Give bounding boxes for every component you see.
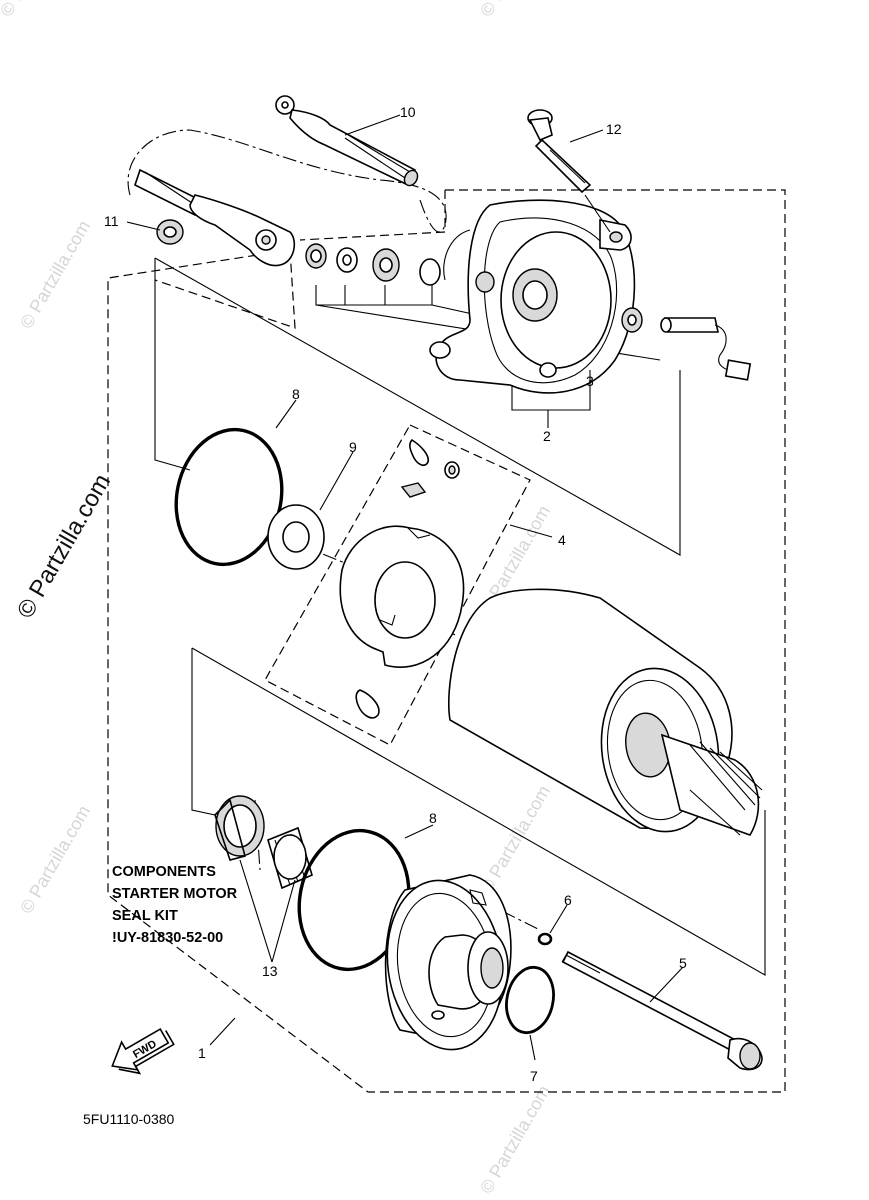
terminal-lead	[134, 168, 296, 267]
callout-8-lower: 8	[429, 810, 437, 826]
o-ring-part-7	[505, 965, 555, 1035]
watermark-faint: © Partzilla.com	[16, 217, 94, 332]
watermark-faint: © Partzilla.com	[16, 802, 94, 917]
front-cover	[384, 874, 512, 1051]
washer-part-9	[267, 504, 325, 570]
watermark-faint: © Partzilla.com	[476, 1082, 554, 1197]
fwd-label: FWD	[131, 1038, 159, 1061]
callout-9: 9	[349, 439, 357, 455]
yoke-body	[447, 588, 763, 836]
callout-4: 4	[558, 532, 566, 548]
terminal-nut-and-wire	[621, 307, 752, 381]
brush-plate	[339, 438, 465, 719]
o-ring-upper-part-8	[174, 427, 284, 567]
callout-6: 6	[564, 892, 572, 908]
leader-lines	[126, 114, 684, 1061]
watermark-faint: © Partzilla.com	[476, 782, 554, 897]
alignment-lines	[127, 129, 766, 976]
through-bolt-part-5	[561, 950, 763, 1071]
callout-3: 3	[586, 373, 594, 389]
kit-note-line-2: STARTER MOTOR	[112, 886, 238, 902]
callout-11: 11	[104, 213, 119, 229]
callout-13: 13	[262, 963, 278, 979]
callout-10: 10	[400, 104, 416, 120]
assembly-boundary	[107, 189, 786, 1093]
callout-8-upper: 8	[292, 386, 300, 402]
washer-set	[305, 243, 441, 286]
forward-arrow-icon: FWD	[111, 1027, 175, 1075]
callout-labels: 10 12 11 3 2 8 9 4 8 6 5 13 7 1	[104, 104, 687, 1084]
watermark-faint: © Partzilla.com	[0, 0, 74, 20]
kit-note-line-1: COMPONENTS	[112, 864, 216, 880]
callout-12: 12	[606, 121, 622, 137]
brush-holder-boundary	[264, 424, 531, 746]
callout-2: 2	[543, 428, 551, 444]
kit-note-line-3: SEAL KIT	[112, 908, 178, 924]
diagram-code: 5FU1110-0380	[83, 1111, 175, 1127]
watermark-main: © Partzilla.com	[12, 469, 116, 623]
bearing-part-13	[214, 795, 313, 890]
nut-part-11	[156, 219, 184, 245]
o-ring-small-part-6	[537, 932, 553, 946]
seal-kit-note: COMPONENTS STARTER MOTOR SEAL KIT !UY-81…	[112, 864, 238, 946]
kit-note-line-4: !UY-81830-52-00	[112, 930, 223, 946]
watermark-faint: © Partzilla.com	[476, 0, 554, 20]
callout-5: 5	[679, 955, 687, 971]
terminal-bolt-part-10	[275, 95, 419, 187]
rear-cover	[429, 199, 636, 394]
callout-1: 1	[198, 1045, 206, 1061]
screw-part-12	[527, 109, 592, 194]
callout-7: 7	[530, 1068, 538, 1084]
